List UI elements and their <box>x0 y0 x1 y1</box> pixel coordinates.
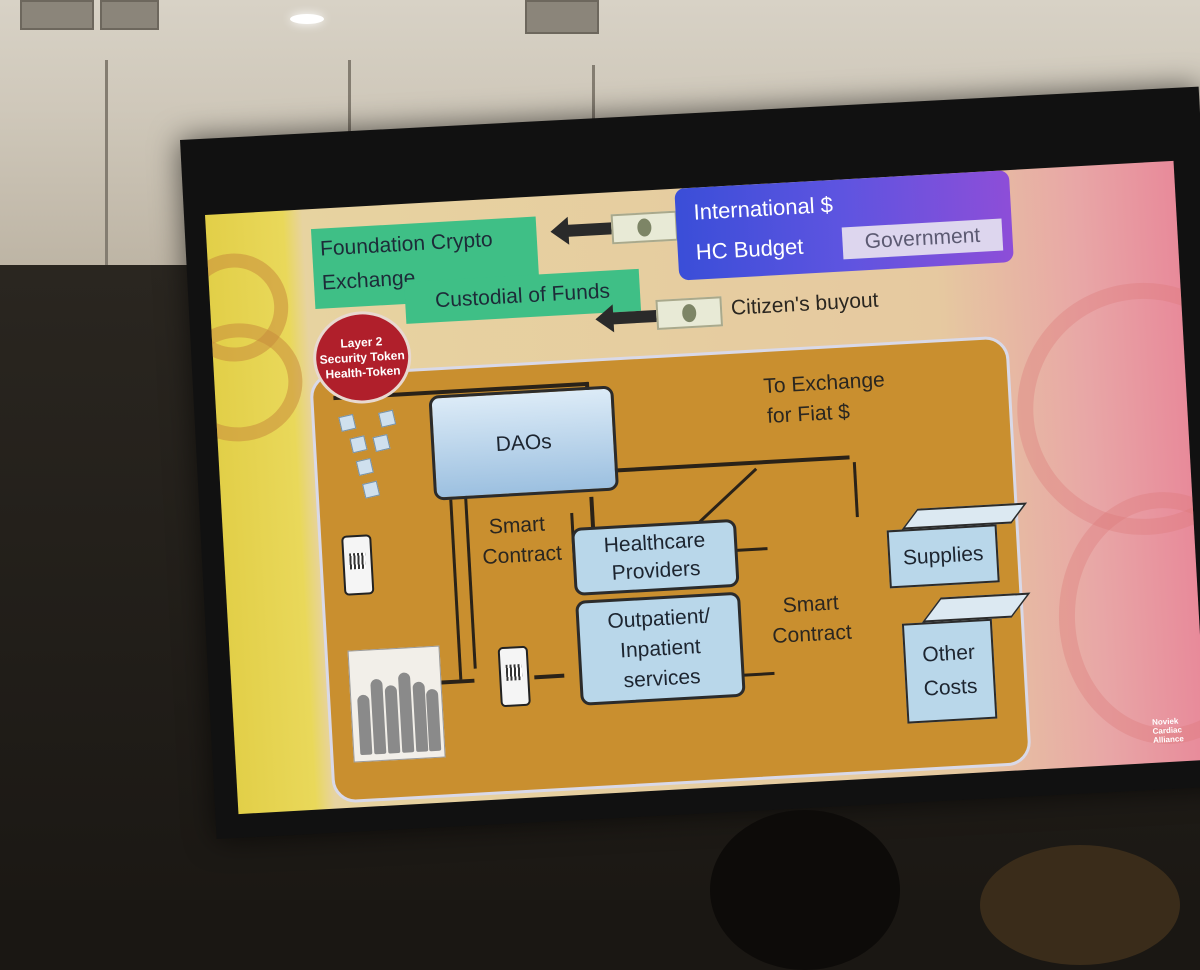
other-costs-line1: Other <box>921 640 976 667</box>
citizens-illustration <box>347 645 446 763</box>
daos-label: DAOs <box>495 429 553 456</box>
government-tag: Government <box>841 218 1004 260</box>
outpatient-inpatient-box: Outpatient/ Inpatient services <box>575 591 746 706</box>
person-figure <box>384 685 401 754</box>
phone-qr-icon <box>341 534 375 596</box>
custodial-label: Custodial of Funds <box>434 279 611 313</box>
arrow-left <box>611 309 657 325</box>
health-token-icon <box>362 480 381 499</box>
ceiling-vent <box>100 0 159 30</box>
decorative-swirl <box>1052 486 1200 750</box>
health-token-icon <box>372 433 391 453</box>
person-figure <box>425 688 442 752</box>
to-exchange-line2: for Fiat $ <box>766 400 851 428</box>
ceiling-light <box>290 14 324 24</box>
smart-contract-line2: Contract <box>481 541 563 570</box>
supplies-label: Supplies <box>902 542 985 570</box>
daos-box: DAOs <box>428 385 620 501</box>
logo-line3: Alliance <box>1152 734 1185 745</box>
other-costs-cube-top <box>921 592 1031 623</box>
ceiling-pole <box>105 60 108 270</box>
healthcare-providers-box: Healthcare Providers <box>571 518 740 596</box>
arrow-left <box>566 222 612 237</box>
health-token-icon <box>338 413 357 432</box>
to-exchange-label: To Exchange for Fiat $ <box>763 365 888 432</box>
ecosystem-panel: DAOs To Exchange for Fiat $ Smart Contra… <box>309 335 1032 804</box>
smart-contract-label-2: Smart Contract <box>770 588 853 652</box>
other-costs-cube: Other Costs <box>901 618 998 724</box>
ceiling-vent <box>20 0 94 30</box>
international-label-line1: International $ <box>692 191 834 225</box>
health-token-icon <box>349 435 368 454</box>
flow-line <box>439 678 475 685</box>
dollar-bill-icon <box>610 210 679 245</box>
smart-contract-label: Smart Contract <box>480 509 563 573</box>
phone-qr-icon <box>497 645 531 708</box>
smart-contract-line1: Smart <box>488 512 546 539</box>
audience-head <box>980 845 1180 965</box>
person-figure <box>397 672 415 753</box>
ceiling-vent <box>525 0 599 34</box>
audience-head <box>710 810 900 970</box>
international-label-line2: HC Budget <box>695 233 804 265</box>
decorative-swirl <box>205 319 306 445</box>
health-token-icon <box>378 409 397 428</box>
smart-contract-2-line2: Contract <box>771 620 853 648</box>
flow-line <box>589 455 850 474</box>
flow-line <box>463 488 477 669</box>
supplies-cube: Supplies <box>886 524 1000 589</box>
noviek-cardiac-alliance-logo: Noviek Cardiac Alliance <box>1152 716 1185 745</box>
flow-line <box>449 499 463 680</box>
flow-line <box>534 673 565 680</box>
health-token-icon <box>355 457 374 476</box>
dollar-bill-icon <box>655 296 724 330</box>
person-figure <box>357 694 373 756</box>
presentation-slide: Foundation Crypto Exchange Custodial of … <box>205 160 1200 815</box>
flow-line <box>852 462 859 518</box>
citizens-buyout-label: Citizen's buyout <box>730 288 880 320</box>
other-costs-line2: Costs <box>923 674 978 701</box>
international-hc-budget: International $ HC Budget Government <box>674 170 1014 281</box>
smart-contract-2-line1: Smart <box>782 591 840 618</box>
